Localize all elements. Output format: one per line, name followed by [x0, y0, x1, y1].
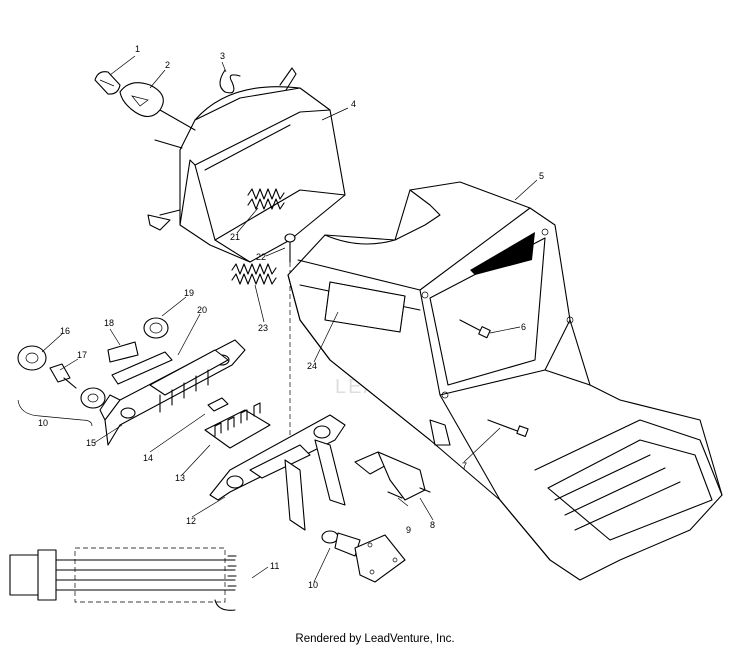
leader-lines: [41, 55, 538, 583]
switch-panel-bracket: [99, 339, 246, 446]
callout-9: 9: [406, 525, 411, 535]
label-18: [107, 341, 139, 363]
wire-clip: [219, 69, 241, 94]
callout-8: 8: [430, 520, 435, 530]
spring-23: [231, 263, 277, 285]
toggle-switch-8: [354, 451, 431, 501]
callout-4: 4: [351, 99, 356, 109]
screw-9: [387, 491, 403, 499]
switch-block-13: [204, 402, 271, 449]
callout-16: 16: [60, 326, 70, 336]
callout-24: 24: [307, 361, 317, 371]
decal-24: [324, 281, 406, 333]
bezel-20: [111, 351, 173, 385]
knob-19: [143, 317, 169, 339]
callout-19: 19: [184, 288, 194, 298]
callout-7: 7: [462, 461, 467, 471]
bolt-7: [487, 419, 529, 438]
switch-bracket-12: [209, 414, 346, 531]
ignition-switch: [80, 387, 106, 409]
callout-21: 21: [230, 232, 240, 242]
rotary-switch-10: [321, 530, 406, 583]
spring-21: [247, 188, 285, 210]
callout-2: 2: [165, 60, 170, 70]
callout-13: 13: [175, 473, 185, 483]
callout-10-upper: 10: [38, 418, 48, 428]
bulb-socket: [94, 71, 121, 95]
callout-17: 17: [77, 350, 87, 360]
headlight-housing: [147, 67, 346, 263]
callouts: 1 2 3 4 5 6 7 8 9 10 10 11 12 13 14 15 1…: [38, 44, 544, 590]
callout-23: 23: [258, 323, 268, 333]
hood-cowl: [287, 181, 723, 581]
callout-12: 12: [186, 516, 196, 526]
callout-22: 22: [256, 252, 266, 262]
plug-14: [207, 397, 229, 412]
callout-18: 18: [104, 318, 114, 328]
bulb: [119, 82, 196, 131]
callout-15: 15: [86, 438, 96, 448]
callout-14: 14: [143, 453, 153, 463]
callout-10-lower: 10: [308, 580, 318, 590]
callout-3: 3: [220, 51, 225, 61]
bracket-line-10: [17, 399, 93, 427]
bolt-6: [459, 319, 491, 339]
wiring-harness: [9, 547, 237, 611]
footer-credit: Rendered by LeadVenture, Inc.: [295, 633, 455, 645]
callout-20: 20: [197, 305, 207, 315]
callout-1: 1: [135, 44, 140, 54]
callout-6: 6: [521, 322, 526, 332]
callout-5: 5: [539, 171, 544, 181]
screw-22: [284, 233, 296, 470]
callout-11: 11: [270, 561, 279, 571]
ignition-key: [17, 345, 77, 389]
